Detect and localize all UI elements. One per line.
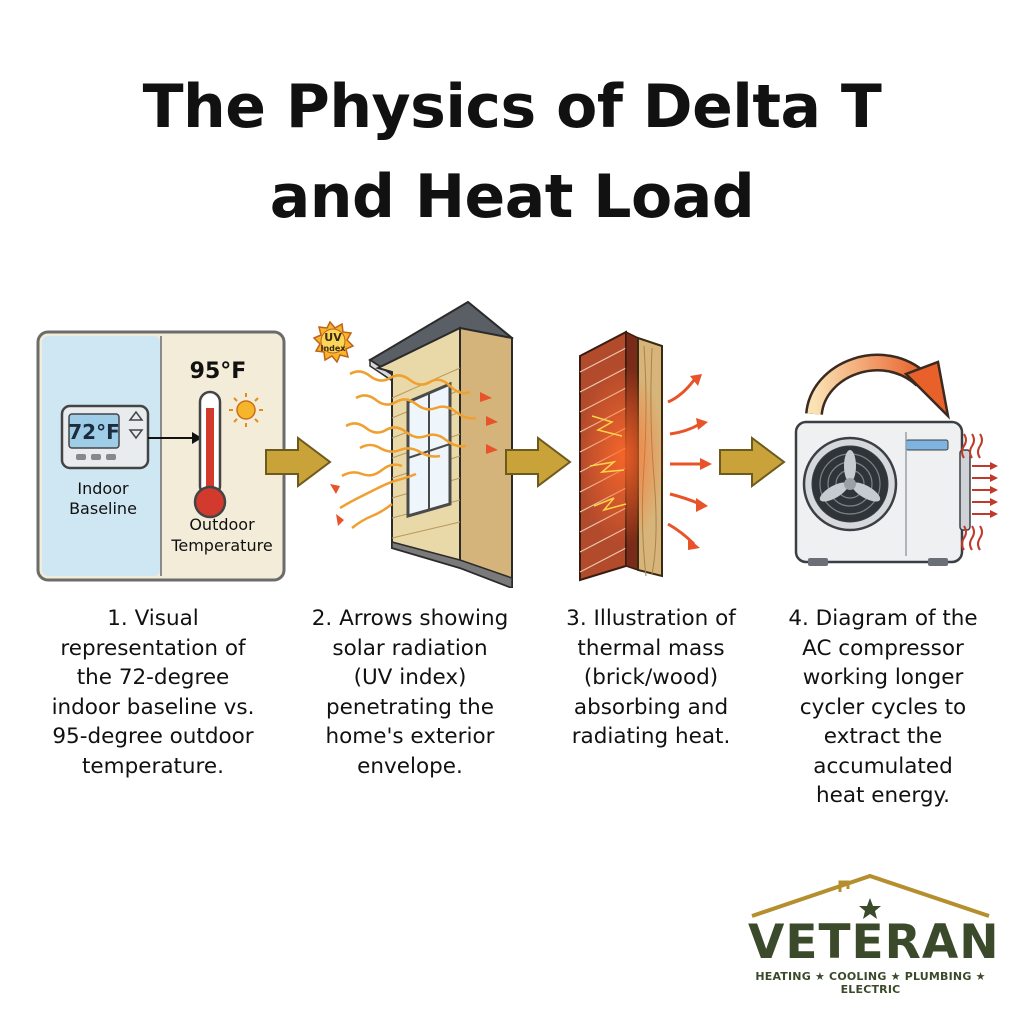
caption-line: heat energy. <box>816 783 950 808</box>
thermostat-icon <box>60 404 150 470</box>
cycle-arrow-icon <box>805 353 950 420</box>
logo-tagline: HEATING ★ COOLING ★ PLUMBING ★ ELECTRIC <box>755 970 986 996</box>
caption-line: the 72-degree <box>76 665 230 690</box>
flow-arrow-2-icon <box>505 436 572 488</box>
caption-line: 95-degree outdoor <box>52 724 254 749</box>
caption-line: 4. Diagram of the <box>788 606 978 631</box>
caption-2: 2. Arrows showing solar radiation (UV in… <box>294 604 526 781</box>
caption-line: radiating heat. <box>571 724 731 749</box>
outdoor-label-2: Temperature <box>170 536 272 555</box>
caption-line: 1. Visual <box>107 606 199 631</box>
house-solar-radiation-panel: UV Index <box>312 300 514 588</box>
page-title: The Physics of Delta T and Heat Load <box>0 62 1024 242</box>
radiating-heat-arrows-icon <box>667 379 702 546</box>
house-roof-logo-icon <box>751 873 990 919</box>
caption-line: penetrating the <box>326 694 494 720</box>
caption-3: 3. Illustration of thermal mass (brick/w… <box>548 604 754 752</box>
caption-line: (UV index) <box>353 665 467 690</box>
indoor-label-1: Indoor <box>77 479 129 498</box>
caption-line: envelope. <box>357 753 463 779</box>
indoor-label-2: Baseline <box>69 499 137 518</box>
sun-icon <box>229 393 263 427</box>
caption-line: temperature. <box>82 753 224 779</box>
caption-line: indoor baseline vs. <box>51 694 255 720</box>
comparison-arrow-icon <box>148 432 202 444</box>
uv-index-sun-icon <box>312 320 355 364</box>
thermal-mass-panel <box>578 330 712 582</box>
caption-line: 2. Arrows showing <box>311 606 509 631</box>
flow-arrow-3-icon <box>719 436 786 488</box>
caption-line: extract the <box>823 724 943 749</box>
ac-compressor-panel <box>794 353 998 566</box>
thermostat-reading: 72°F <box>68 420 120 444</box>
uv-label-1: UV <box>324 331 342 344</box>
caption-line: cycler cycles to <box>799 694 967 720</box>
caption-line: 3. Illustration of <box>566 606 736 631</box>
outdoor-label-1: Outdoor <box>189 515 255 534</box>
indoor-outdoor-panel: 72°F Indoor Baseline 95°F Outdoor Temper… <box>36 330 286 582</box>
uv-label-2: Index <box>321 344 347 353</box>
caption-line: absorbing and <box>573 694 729 720</box>
caption-line: (brick/wood) <box>583 665 719 690</box>
outdoor-reading: 95°F <box>190 359 247 384</box>
ac-unit <box>794 420 971 566</box>
caption-line: solar radiation <box>332 635 488 661</box>
caption-1: 1. Visual representation of the 72-degre… <box>30 604 276 781</box>
caption-line: thermal mass <box>577 635 725 661</box>
caption-line: working longer <box>802 665 964 690</box>
caption-line: home's exterior <box>325 724 495 749</box>
heat-exhaust-icon <box>961 433 992 551</box>
solar-radiation-arrows-icon <box>339 370 477 529</box>
flow-arrow-1-icon <box>265 436 332 488</box>
title-line-1: The Physics of Delta T <box>142 72 882 142</box>
caption-line: AC compressor <box>802 635 964 661</box>
thermometer-icon <box>193 390 227 519</box>
caption-line: accumulated <box>813 753 953 779</box>
logo-wordmark: VETERAN <box>748 915 1000 970</box>
caption-4: 4. Diagram of the AC compressor working … <box>770 604 996 811</box>
star-icon <box>859 898 881 919</box>
caption-line: representation of <box>60 635 246 661</box>
title-line-2: and Heat Load <box>269 162 755 232</box>
veteran-logo: VETERAN HEATING ★ COOLING ★ PLUMBING ★ E… <box>748 872 1000 996</box>
